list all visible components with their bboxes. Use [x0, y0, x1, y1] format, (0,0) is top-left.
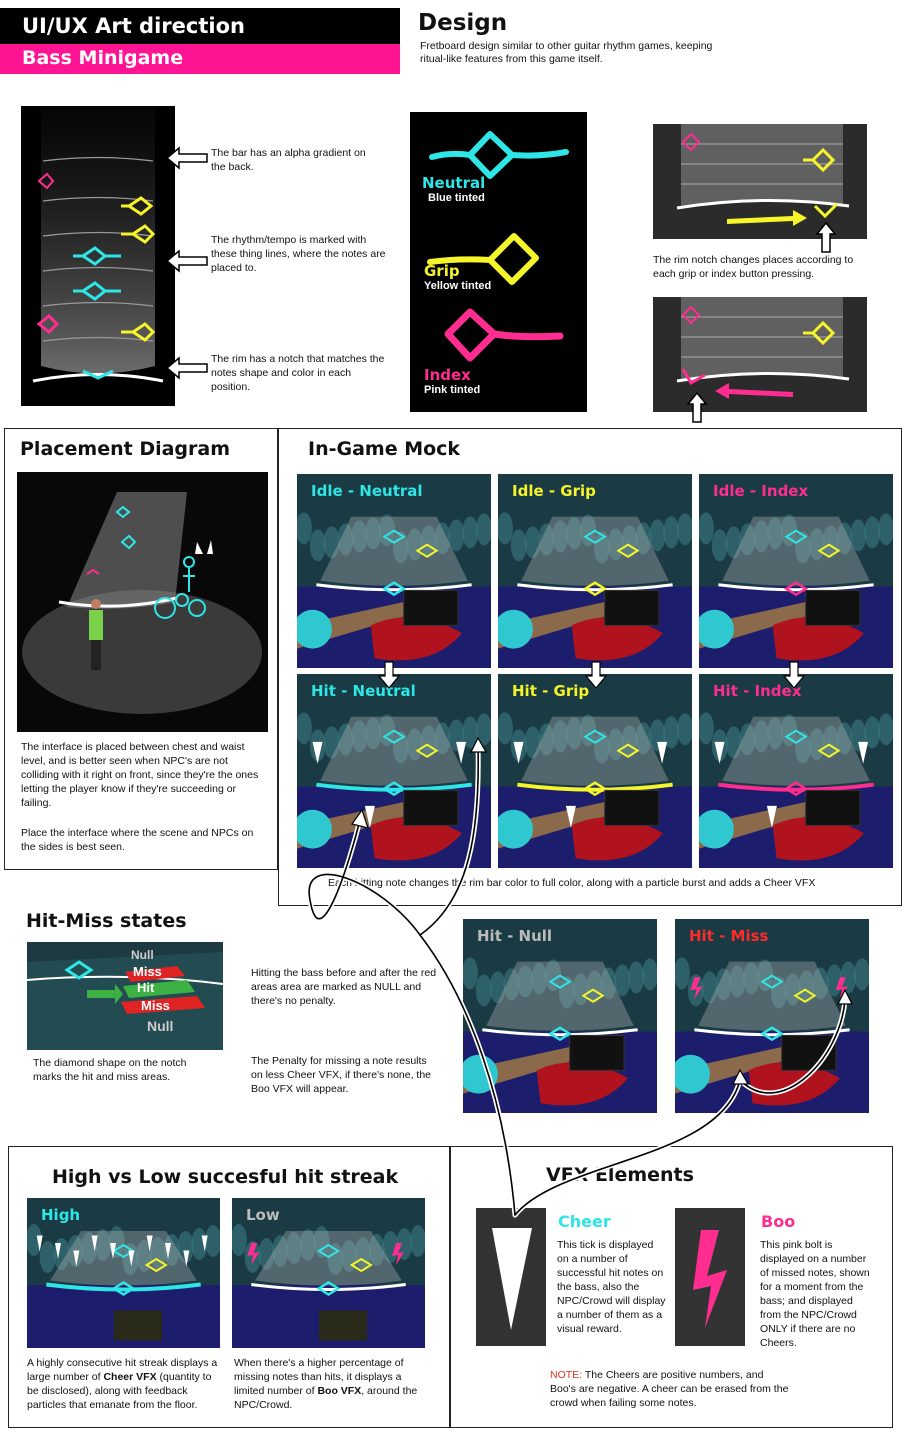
label-null-top: Null — [131, 948, 154, 962]
mock-scene — [498, 674, 692, 868]
high-text-a: A highly consecutive hit streak displays… — [27, 1357, 218, 1383]
mock-scene — [675, 919, 869, 1113]
streak-title: High vs Low succesful hit streak — [52, 1166, 399, 1188]
mock-scene — [297, 474, 491, 668]
mock-scene — [699, 474, 893, 668]
rim-notch-panel-bottom — [653, 297, 867, 412]
note-body: The Cheers are positive numbers, and Boo… — [550, 1369, 789, 1409]
boo-icon — [675, 1208, 745, 1346]
arrow-up-icon — [815, 222, 837, 253]
mock-idle-neutral: Idle - Neutral — [297, 474, 491, 668]
label-hit: Hit — [137, 980, 155, 995]
low-text-c: , around the NPC/Crowd. — [234, 1385, 418, 1411]
hitmiss-penalty-text: The Penalty for missing a note results o… — [251, 1055, 432, 1095]
mock-label: Hit - Miss — [689, 927, 769, 945]
placement-diagram-section — [4, 428, 278, 870]
ingame-mock-section — [278, 428, 902, 906]
placement-image — [17, 472, 268, 732]
mock-scene — [232, 1198, 425, 1348]
label-null-bottom: Null — [147, 1018, 174, 1034]
cheer-title: Cheer — [558, 1212, 611, 1231]
streak-high-text: A highly consecutive hit streak displays… — [27, 1356, 225, 1412]
mock-scene — [498, 474, 692, 668]
mock-label: Hit - Index — [713, 682, 802, 700]
fretboard-illustration — [32, 106, 164, 383]
legend-index-sub: Pink tinted — [424, 384, 481, 396]
design-heading: Design — [418, 10, 508, 36]
cheer-text: This tick is displayed on a number of su… — [557, 1239, 666, 1335]
hitmiss-image: Null Miss Hit Miss Null — [27, 942, 223, 1050]
hitmiss-diamond-text: The diamond shape on the notch marks the… — [33, 1057, 187, 1083]
document-subtitle: Bass Minigame — [0, 44, 400, 74]
boo-title: Boo — [761, 1212, 796, 1231]
design-description: Fretboard design similar to other guitar… — [420, 40, 713, 65]
streak-section — [8, 1146, 450, 1428]
note-rim-notch: The rim has a notch that matches the not… — [211, 353, 385, 393]
rim-notch-index-illustration — [676, 297, 850, 399]
mock-label: Hit - Null — [477, 927, 553, 945]
placement-text-1: The interface is placed between chest an… — [21, 741, 259, 809]
vfx-title: VFX Elements — [546, 1164, 694, 1186]
rim-notch-grip-illustration — [676, 124, 850, 226]
placement-illustration — [22, 492, 262, 714]
hitmiss-title: Hit-Miss states — [26, 910, 187, 932]
mock-scene — [463, 919, 657, 1113]
streak-low-text: When there's a higher percentage of miss… — [234, 1356, 424, 1412]
low-text-a: When there's a higher percentage of miss… — [234, 1357, 404, 1397]
ingame-caption: Each hitting note changes the rim bar co… — [328, 877, 816, 889]
low-text-bold: Boo VFX — [317, 1385, 362, 1397]
mock-label: Hit - Neutral — [311, 682, 416, 700]
mock-idle-grip: Idle - Grip — [498, 474, 692, 668]
legend-index-name: Index — [424, 366, 471, 384]
label-miss-bottom: Miss — [141, 998, 170, 1013]
legend-grip-sub: Yellow tinted — [424, 280, 492, 292]
legend-grip-name: Grip — [424, 262, 460, 280]
placement-title: Placement Diagram — [20, 438, 231, 460]
mock-label: Idle - Neutral — [311, 482, 423, 500]
streak-high-image: High — [27, 1198, 220, 1348]
streak-low-image: Low — [232, 1198, 425, 1348]
mock-scene — [27, 1198, 220, 1348]
boo-text: This pink bolt is displayed on a number … — [760, 1239, 870, 1349]
note-label: NOTE: — [550, 1369, 583, 1381]
fretboard-panel — [21, 106, 175, 406]
cheer-tick-icon — [492, 1228, 532, 1330]
legend-neutral-sub: Blue tinted — [428, 192, 485, 204]
mock-hit-null: Hit - Null — [463, 919, 657, 1113]
mock-scene — [297, 674, 491, 868]
high-text-bold: Cheer VFX — [103, 1371, 157, 1383]
hitmiss-illustration — [27, 952, 223, 1050]
legend-shapes — [427, 131, 569, 362]
mock-label: Idle - Grip — [512, 482, 596, 500]
legend-neutral-name: Neutral — [422, 174, 486, 192]
mock-label: High — [41, 1206, 81, 1224]
vfx-note: NOTE: The Cheers are positive numbers, a… — [550, 1368, 790, 1410]
note-rhythm-lines: The rhythm/tempo is marked with these th… — [211, 234, 386, 274]
cheer-icon — [476, 1208, 546, 1346]
rim-notch-panel-top — [653, 124, 867, 239]
mock-scene — [699, 674, 893, 868]
mock-label: Hit - Grip — [512, 682, 590, 700]
mock-hit-miss: Hit - Miss — [675, 919, 869, 1113]
rim-notch-description: The rim notch changes places according t… — [653, 254, 854, 280]
mock-hit-neutral: Hit - Neutral — [297, 674, 491, 868]
mock-label: Idle - Index — [713, 482, 809, 500]
hitmiss-null-text: Hitting the bass before and after the re… — [251, 967, 437, 1007]
placement-text-2: Place the interface where the scene and … — [21, 827, 254, 853]
boo-bolt-icon — [693, 1230, 727, 1328]
mock-hit-index: Hit - Index — [699, 674, 893, 868]
label-miss-top: Miss — [133, 964, 162, 979]
mock-label: Low — [246, 1206, 280, 1224]
note-type-legend: Neutral Blue tinted Grip Yellow tinted I… — [410, 112, 587, 412]
arrow-icons-left — [165, 146, 208, 380]
ingame-title: In-Game Mock — [308, 438, 461, 460]
arrow-up-icon-2 — [686, 392, 708, 423]
note-alpha-gradient: The bar has an alpha gradient on the bac… — [211, 147, 366, 173]
document-title: UI/UX Art direction — [0, 8, 400, 44]
mock-hit-grip: Hit - Grip — [498, 674, 692, 868]
high-text-c: (quantity to be disclosed), along with f… — [27, 1371, 212, 1411]
mock-idle-index: Idle - Index — [699, 474, 893, 668]
